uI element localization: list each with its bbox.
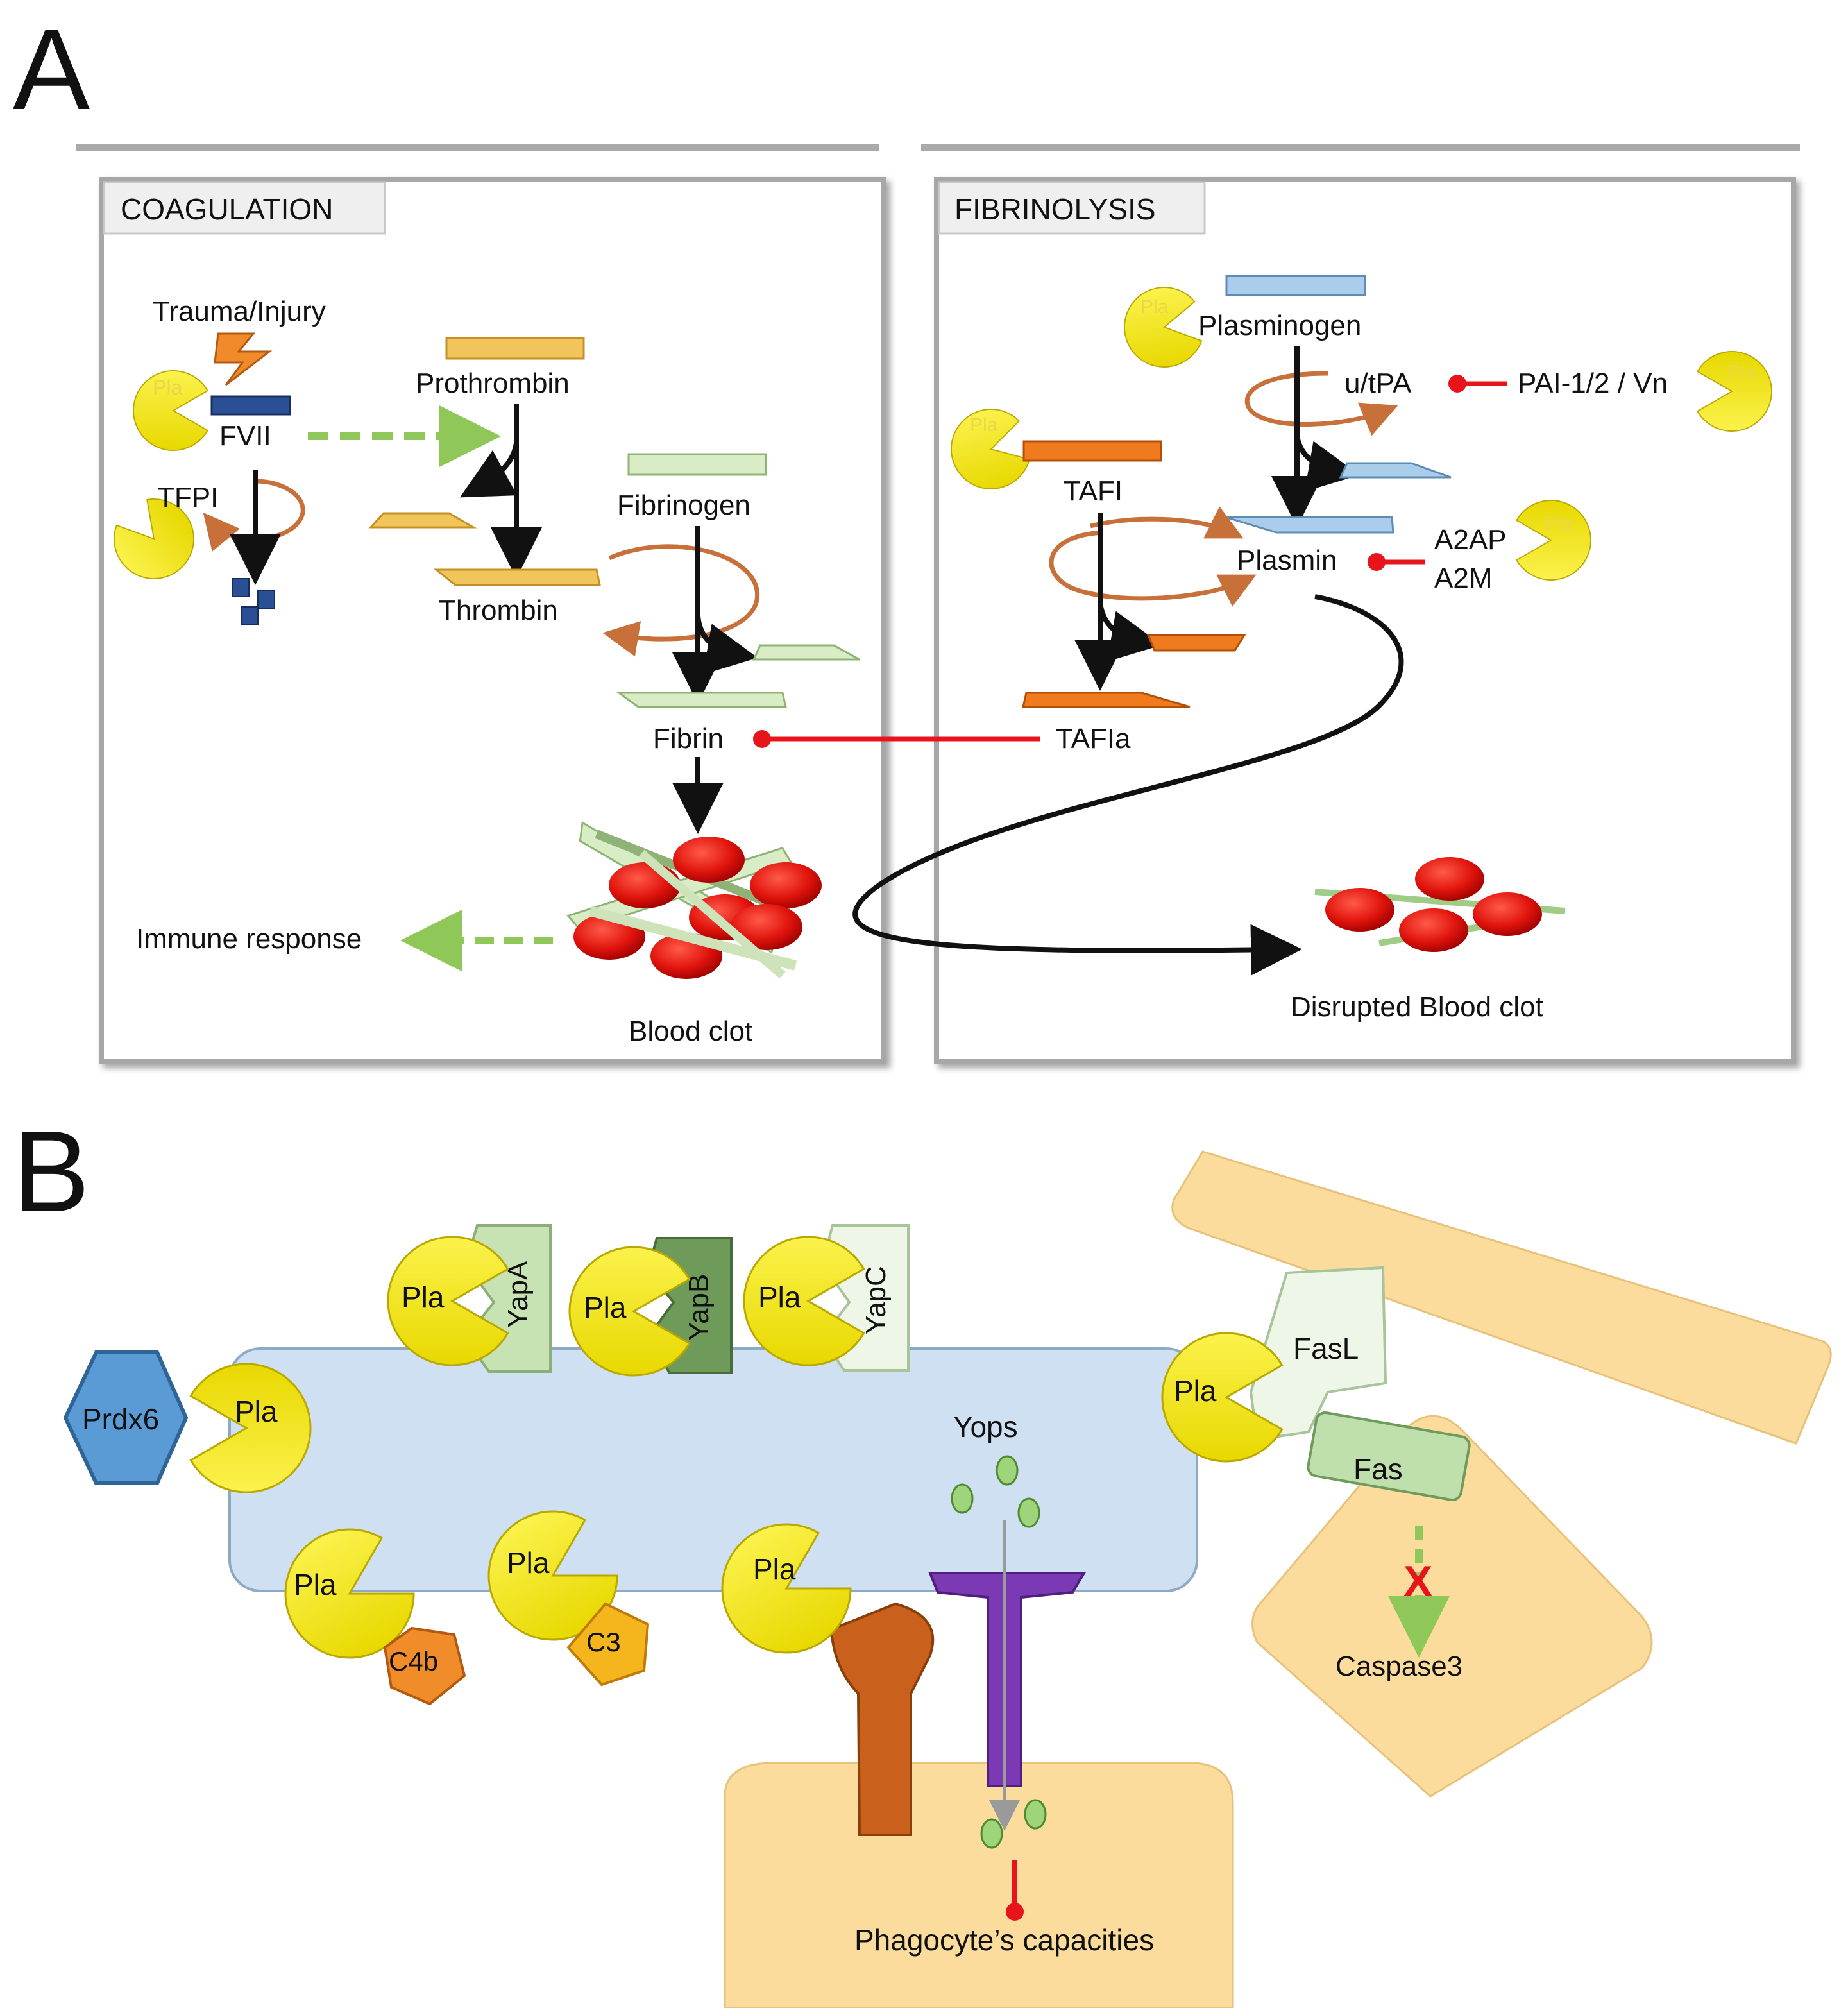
yapa-label: YapA <box>502 1261 534 1328</box>
pla-receptor-label: Pla <box>753 1553 796 1586</box>
yapc-label: YapC <box>860 1266 892 1334</box>
pla-plasminogen-label: Pla <box>1140 296 1169 318</box>
fasl-label: FasL <box>1293 1332 1359 1365</box>
panel-a-letter: A <box>13 5 90 134</box>
prothrombin-label: Prothrombin <box>416 368 570 399</box>
fvii-fragments <box>232 578 275 625</box>
trauma-label: Trauma/Injury <box>153 296 326 327</box>
tafi-branch-arrow <box>1098 602 1162 662</box>
plasminogen-bar <box>1225 275 1366 296</box>
plasmin-activates-tafi-arrow <box>1090 506 1244 539</box>
caspase3-label: Caspase3 <box>1335 1651 1462 1682</box>
plasminogen-fragment <box>1339 462 1452 479</box>
thrombin-label: Thrombin <box>439 595 558 626</box>
pla-fasl-label: Pla <box>1174 1374 1217 1408</box>
coagulation-title: COAGULATION <box>121 192 333 226</box>
tafia-bar <box>1022 692 1191 708</box>
fasl-protein <box>1249 1266 1387 1442</box>
pai-inhibits-utpa-cap <box>1448 375 1466 393</box>
lightning-icon <box>214 332 273 386</box>
plasmin-to-disrupted-clot-arrow <box>852 594 1404 976</box>
host-cell-bottom-phagocyte <box>724 1762 1234 2008</box>
pla-yapa-label: Pla <box>402 1281 445 1314</box>
c4b-label: C4b <box>389 1646 438 1676</box>
prothrombin-bar <box>445 337 585 360</box>
blood-clot-label: Blood clot <box>629 1016 752 1047</box>
fvii-label: FVII <box>219 420 271 452</box>
immune-response-label: Immune response <box>136 923 362 955</box>
c4b-protein <box>383 1626 466 1706</box>
pai-label: PAI-1/2 / Vn <box>1518 368 1668 399</box>
fibrinolysis-title: FIBRINOLYSIS <box>954 192 1156 226</box>
yops-inhibit-phagocyte-cap <box>1006 1903 1024 1921</box>
tafi-fragment <box>1146 634 1246 652</box>
disrupted-clot-illustration <box>1314 857 1566 952</box>
fvii-bar <box>210 395 291 416</box>
tafi-label: TAFI <box>1064 475 1123 507</box>
yops-inside-phagocyte <box>980 1799 1047 1849</box>
fibrin-bar <box>616 692 787 708</box>
phagocyte-label: Phagocyte’s capacities <box>854 1923 1154 1957</box>
fibrin-label: Fibrin <box>653 723 724 754</box>
tafia-label: TAFIa <box>1056 723 1131 754</box>
pla-prdx6-label: Pla <box>235 1395 278 1428</box>
c3-label: C3 <box>586 1627 621 1657</box>
pla-fvii-label: Pla <box>153 376 182 399</box>
a2m-label: A2M <box>1434 563 1492 594</box>
fibrinogen-label: Fibrinogen <box>617 489 750 521</box>
tafi-bar <box>1022 440 1162 462</box>
pla-pai-label: Pla <box>1728 362 1756 383</box>
plasmin-label: Plasmin <box>1237 545 1337 576</box>
prothrombin-fragment <box>368 512 477 529</box>
yapb-label: YapB <box>683 1274 715 1341</box>
host-cell-top-right <box>1171 1150 1832 1445</box>
tafia-inhibits-fibrin-cap <box>753 730 771 748</box>
utpa-label: u/tPA <box>1344 368 1412 399</box>
plasminogen-label: Plasminogen <box>1198 310 1361 341</box>
pla-c3-label: Pla <box>507 1546 550 1579</box>
pla-tafi-label: Pla <box>970 414 998 436</box>
fibrinogen-fragment <box>752 644 860 661</box>
pla-yapc-label: Pla <box>758 1281 801 1314</box>
disrupted-clot-label: Disrupted Blood clot <box>1291 991 1543 1023</box>
prdx6-hexagon <box>63 1350 189 1485</box>
c3-protein <box>566 1602 650 1687</box>
plasmin-cycle-arrow <box>1049 530 1257 607</box>
pla-prdx6-pacman <box>189 1363 312 1493</box>
phagocyte-receptor <box>829 1602 935 1836</box>
yops-label: Yops <box>953 1410 1018 1443</box>
host-cell-right <box>1251 1415 1653 1798</box>
a2ap-label: A2AP <box>1434 524 1507 556</box>
tfpi-label: TFPI <box>157 482 218 513</box>
fibrinogen-bar <box>627 453 767 476</box>
yops-inside-bacterium <box>951 1455 1040 1528</box>
fas-receptor <box>1307 1411 1471 1502</box>
thrombin-bar <box>433 568 601 586</box>
fas-label: Fas <box>1353 1452 1403 1486</box>
pla-c4b-label: Pla <box>294 1568 337 1601</box>
utpa-cycle-arrow <box>1244 371 1398 436</box>
blocked-x-mark: X <box>1403 1557 1432 1606</box>
pla-yapb-label: Pla <box>584 1291 627 1324</box>
a2ap-inhibits-plasmin-cap <box>1368 553 1386 571</box>
panel-b-letter: B <box>13 1107 90 1236</box>
plasminogen-branch-arrow <box>1294 436 1360 492</box>
thrombin-cycle-arrow <box>602 544 760 657</box>
plasmin-bar <box>1225 516 1394 534</box>
type-iii-secretion-needle <box>928 1572 1087 1787</box>
prdx6-label: Prdx6 <box>82 1402 159 1436</box>
fibrinolysis-title-tab <box>938 181 1206 235</box>
pla-a2ap-label: Pla <box>1545 513 1573 534</box>
fibrinogen-branch-arrow <box>695 615 758 675</box>
yersinia-bacterium <box>228 1347 1198 1592</box>
blood-clot-illustration <box>566 821 822 979</box>
coagulation-title-tab <box>103 181 386 235</box>
